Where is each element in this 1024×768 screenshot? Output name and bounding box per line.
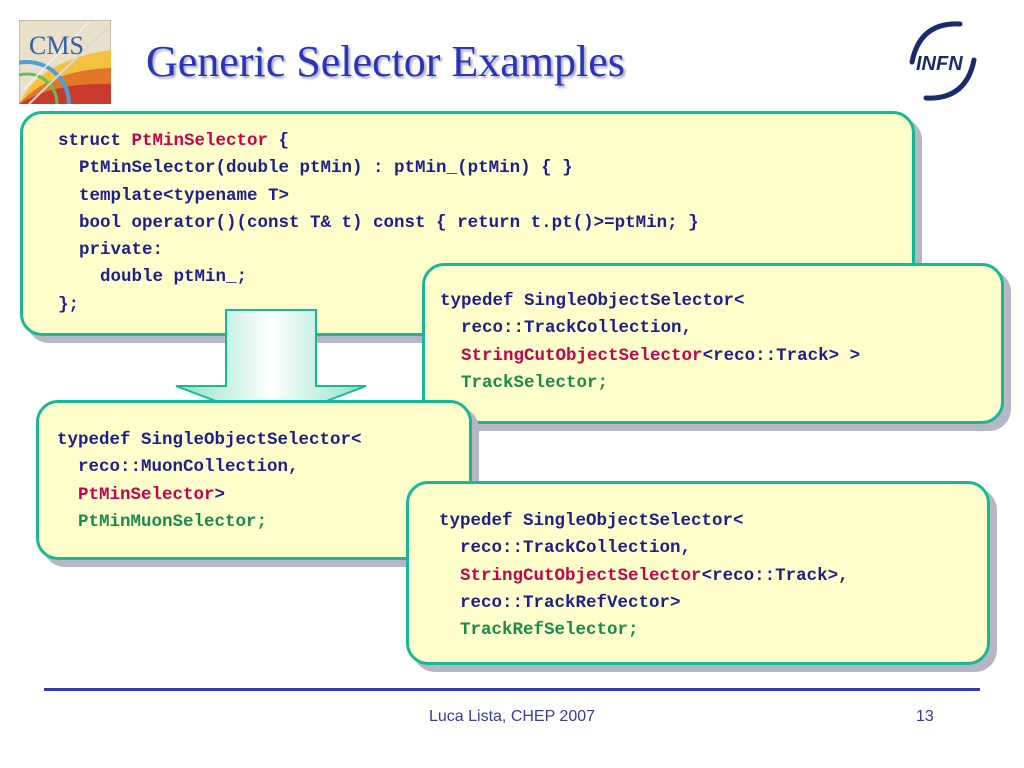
page-number: 13 — [916, 708, 934, 725]
slide-title: Generic Selector Examples — [146, 37, 625, 86]
code-box-ptmin-muon-selector: typedef SingleObjectSelector< reco::Muon… — [36, 400, 472, 560]
cms-logo-text: CMS — [29, 31, 84, 60]
code-block: typedef SingleObjectSelector< reco::Trac… — [439, 511, 849, 641]
code-block: struct PtMinSelector { PtMinSelector(dou… — [58, 131, 699, 315]
infn-logo: INFN — [909, 21, 977, 101]
code-block: typedef SingleObjectSelector< reco::Muon… — [57, 430, 362, 532]
infn-logo-text: INFN — [916, 53, 963, 75]
code-box-track-selector: typedef SingleObjectSelector< reco::Trac… — [422, 263, 1004, 424]
code-box-trackref-selector: typedef SingleObjectSelector< reco::Trac… — [406, 481, 990, 665]
footer-text: Luca Lista, CHEP 2007 — [428, 708, 596, 725]
cms-logo: CMS — [19, 20, 111, 104]
code-block: typedef SingleObjectSelector< reco::Trac… — [440, 291, 861, 393]
footer-divider — [44, 688, 980, 691]
